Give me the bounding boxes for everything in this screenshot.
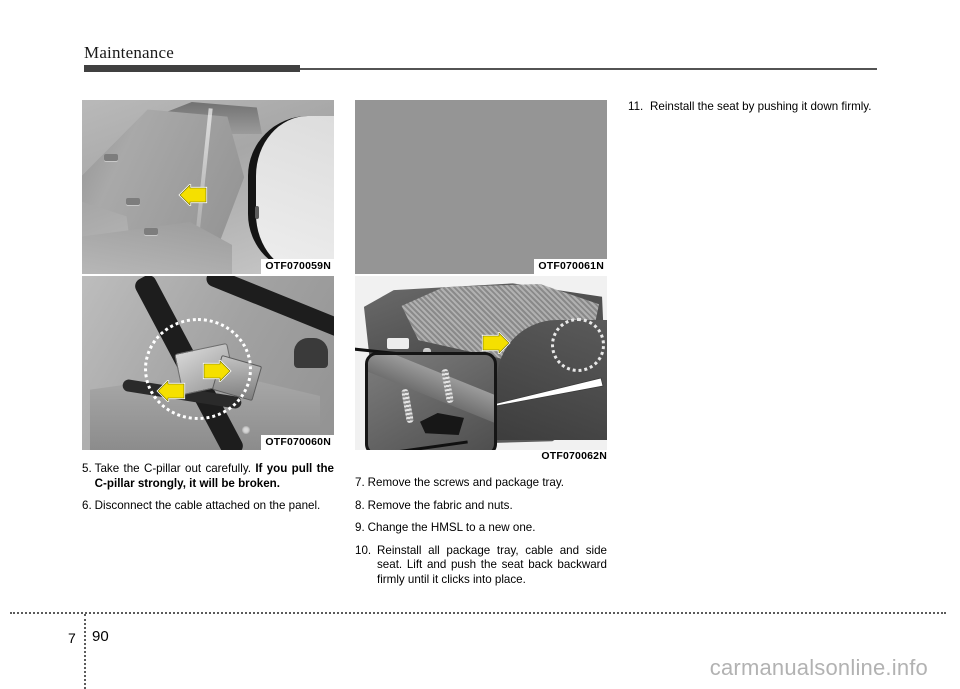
figure-caption: OTF070061N — [534, 259, 607, 274]
page-title: Maintenance — [84, 43, 174, 62]
figure-caption-row: OTF070062N — [355, 450, 607, 466]
step-text: Remove the fabric and nuts. — [367, 498, 513, 512]
step-list-middle: 7. Remove the screws and package tray. 8… — [355, 476, 607, 588]
step-number: 6. — [82, 499, 92, 513]
step-text-plain: Take the C-pillar out carefully. — [94, 462, 256, 475]
step-list-left: 5. Take the C-pillar out carefully. If y… — [82, 462, 334, 514]
trim-clip — [144, 228, 158, 235]
page-header: Maintenance — [0, 0, 960, 80]
step-item: 8. Remove the fabric and nuts. — [355, 499, 607, 514]
footer-chapter-number: 7 — [68, 630, 76, 646]
step-text: Reinstall the seat by pushing it down fi… — [650, 100, 872, 113]
step-item: 9. Change the HMSL to a new one. — [355, 521, 607, 536]
tray-tab — [387, 338, 409, 349]
yellow-arrow-icon — [178, 184, 208, 206]
trim-clip — [126, 198, 140, 205]
footer-divider — [84, 614, 86, 689]
figure-c-pillar-trim: OTF070059N — [82, 100, 334, 274]
header-rule-thick — [84, 65, 300, 72]
step-item: 6. Disconnect the cable attached on the … — [82, 499, 334, 514]
inset-screw — [401, 388, 414, 424]
step-item: 10. Reinstall all package tray, cable an… — [355, 544, 607, 588]
step-text: Disconnect the cable attached on the pan… — [94, 499, 321, 513]
panel-hole — [242, 426, 250, 434]
figure-package-tray — [355, 276, 607, 450]
header-rule-thin — [300, 68, 877, 70]
trim-clip — [104, 154, 118, 161]
step-number: 10. — [355, 543, 372, 557]
column-left: OTF070059N — [82, 100, 334, 522]
step-text: Change the HMSL to a new one. — [367, 521, 536, 535]
step-item: 5. Take the C-pillar out carefully. If y… — [82, 462, 334, 491]
figure-blank-grey: OTF070061N — [355, 100, 607, 274]
footer-page-number: 90 — [92, 628, 109, 645]
step-list-right: 11. Reinstall the seat by pushing it dow… — [628, 100, 880, 115]
inset-wire — [388, 440, 468, 450]
dotted-highlight-circle — [551, 318, 605, 372]
grommet-boot — [294, 338, 328, 368]
step-number: 5. — [82, 462, 92, 475]
watermark: carmanualsonline.info — [709, 655, 928, 680]
dotted-highlight-circle — [144, 318, 252, 420]
column-right: 11. Reinstall the seat by pushing it dow… — [628, 100, 880, 123]
figure-caption: OTF070060N — [261, 435, 334, 450]
trim-slot — [255, 206, 259, 219]
yellow-arrow-icon — [481, 332, 511, 354]
window-frame — [248, 116, 334, 274]
yellow-arrow-icon — [156, 380, 186, 402]
step-number: 8. — [355, 498, 365, 512]
column-middle: OTF070061N — [355, 100, 607, 596]
step-number: 9. — [355, 521, 365, 535]
figure-caption: OTF070059N — [261, 259, 334, 274]
step-number: 7. — [355, 476, 365, 489]
inset-detail-box — [365, 352, 497, 450]
step-text: Reinstall all package tray, cable and si… — [377, 543, 607, 586]
footer-rule — [10, 612, 946, 614]
step-text: Remove the screws and package tray. — [367, 476, 565, 489]
inset-bracket — [420, 413, 464, 435]
page-content: OTF070059N — [0, 100, 960, 620]
figure-caption: OTF070062N — [541, 450, 607, 462]
figure-cable-connector: OTF070060N — [82, 276, 334, 450]
step-item: 7. Remove the screws and package tray. — [355, 476, 607, 491]
step-text-bold: If you pull the C-pillar strongly, it wi… — [94, 462, 335, 490]
step-text: Take the C-pillar out carefully. If you … — [95, 462, 334, 491]
step-item: 11. Reinstall the seat by pushing it dow… — [628, 100, 880, 115]
yellow-arrow-icon — [202, 360, 232, 382]
step-number: 11. — [628, 100, 644, 113]
